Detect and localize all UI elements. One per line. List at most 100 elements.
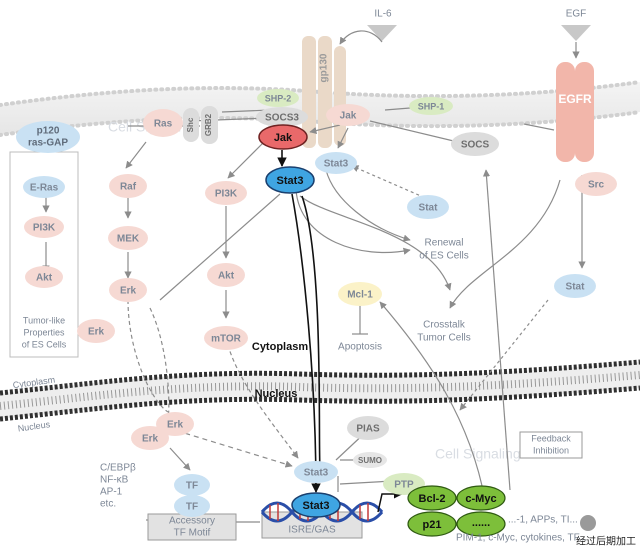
pi3k-node: PI3K xyxy=(205,181,247,205)
ptp-label: PTP xyxy=(394,480,414,491)
shc-node: Shc xyxy=(183,108,199,142)
tumor-like-line3: of ES Cells xyxy=(22,339,67,349)
jak-right-label: Jak xyxy=(340,111,357,122)
wechat-icon xyxy=(580,515,596,531)
akt-left-label: Akt xyxy=(36,273,53,284)
stat3-nuc-node: Stat3 xyxy=(291,492,341,518)
gp130-label: gp130 xyxy=(319,53,330,82)
p120-line1: p120 xyxy=(37,126,60,137)
akt-node: Akt xyxy=(207,263,245,287)
feedback-line2: Inhibition xyxy=(533,445,569,455)
targets-line1: ...-1, APPs, TI... xyxy=(508,515,578,526)
accessory-line2: TF Motif xyxy=(174,528,211,539)
egf-triangle-icon xyxy=(561,25,591,41)
pias-node: PIAS xyxy=(347,416,389,440)
footer-label: 经过后期加工 xyxy=(576,535,636,548)
erk-nuc1-node: Erk xyxy=(156,412,194,436)
sumo-node: SUMO xyxy=(353,452,387,468)
accessory-tf-motif-box: Accessory TF Motif xyxy=(147,513,237,541)
mtor-label: mTOR xyxy=(211,334,242,345)
erk-left-node: Erk xyxy=(77,319,115,343)
nucleus-label: Nucleus xyxy=(255,388,298,400)
jak-main-label: Jak xyxy=(274,132,293,144)
bcl2-label: Bcl-2 xyxy=(419,493,446,505)
dots-label: ...... xyxy=(472,517,490,529)
erk-nuc2-label: Erk xyxy=(142,434,159,445)
socs-label: SOCS xyxy=(461,140,490,151)
il6-label: IL-6 xyxy=(374,9,392,20)
renewal-line2: of ES Cells xyxy=(419,251,468,262)
isre-gas-label: ISRE/GAS xyxy=(288,525,336,536)
egfr-label: EGFR xyxy=(558,92,592,106)
egfr-receptor: EGFR xyxy=(556,62,594,162)
cmyc-label: c-Myc xyxy=(465,493,496,505)
tf-list-line3: AP-1 xyxy=(100,487,123,498)
src-node: Src xyxy=(575,172,617,196)
tf-list-line2: NF-κB xyxy=(100,475,129,486)
erk-left-label: Erk xyxy=(88,327,105,338)
tumor-like-line1: Tumor-like xyxy=(23,315,65,325)
mek-label: MEK xyxy=(117,234,140,245)
egf-label: EGF xyxy=(566,9,587,20)
sumo-label: SUMO xyxy=(358,456,382,465)
pi3k-left-label: PI3K xyxy=(33,223,56,234)
stat-mid-label: Stat xyxy=(419,203,439,214)
renewal-line1: Renewal xyxy=(425,238,464,249)
il6-triangle-icon xyxy=(367,25,397,41)
feedback-line1: Feedback xyxy=(531,433,571,443)
accessory-line1: Accessory xyxy=(169,516,215,527)
pi3k-label: PI3K xyxy=(215,189,238,200)
egf-ligand: EGF xyxy=(561,9,591,41)
gp130-receptor: gp130 xyxy=(302,36,346,148)
stat3-nuc-faded-label: Stat3 xyxy=(304,468,329,479)
cytoplasm-label: Cytoplasm xyxy=(252,341,308,353)
mek-node: MEK xyxy=(108,226,148,250)
socs-node: SOCS xyxy=(451,132,499,156)
stat3-faded-label: Stat3 xyxy=(324,159,349,170)
eras-label: E-Ras xyxy=(30,183,59,194)
p21-node: p21 xyxy=(407,511,457,537)
feedback-inhibition-box: Feedback Inhibition xyxy=(519,431,583,459)
mcl1-node: Mcl-1 xyxy=(338,282,382,306)
erk-column-label: Erk xyxy=(120,286,137,297)
tf1-node: TF xyxy=(174,474,210,496)
shp2-node: SHP-2 xyxy=(257,89,299,107)
stat3-main-node: Stat3 xyxy=(265,166,315,194)
targets-line2: PIM-1, c-Myc, cytokines, TF... xyxy=(456,533,587,544)
shp1-label: SHP-1 xyxy=(418,101,445,111)
mcl1-label: Mcl-1 xyxy=(347,290,373,301)
arrows xyxy=(42,30,586,523)
p21-label: p21 xyxy=(423,519,442,531)
pias-label: PIAS xyxy=(356,424,380,435)
src-label: Src xyxy=(588,180,605,191)
raf-label: Raf xyxy=(120,182,137,193)
tf-list-line1: C/EBPβ xyxy=(100,463,136,474)
pi3k-left-node: PI3K xyxy=(24,216,64,238)
shp1-node: SHP-1 xyxy=(409,97,453,115)
bcl2-node: Bcl-2 xyxy=(407,485,457,511)
socs3-label: SOCS3 xyxy=(265,113,299,124)
stat3-faded-node: Stat3 xyxy=(315,152,357,174)
stat3-nuc-faded-node: Stat3 xyxy=(294,461,338,483)
erk-column-node: Erk xyxy=(109,278,147,302)
tumor-like-line2: Properties xyxy=(23,327,65,337)
akt-left-node: Akt xyxy=(25,266,63,288)
grb2-label: GRB2 xyxy=(204,113,213,136)
tf2-node: TF xyxy=(174,495,210,517)
raf-node: Raf xyxy=(109,174,147,198)
tf1-label: TF xyxy=(186,481,198,492)
stat3-nuc-label: Stat3 xyxy=(303,500,330,512)
socs3-node: SOCS3 xyxy=(256,107,308,127)
wechat-watermark: ZSCI 经过后期加工 xyxy=(576,515,636,548)
tf2-label: TF xyxy=(186,502,198,513)
ras-label: Ras xyxy=(154,119,173,130)
jak-main-node: Jak xyxy=(258,124,308,150)
shc-label: Shc xyxy=(186,117,195,132)
stat-mid-node: Stat xyxy=(407,195,449,219)
erk-nuc1-label: Erk xyxy=(167,420,184,431)
akt-label: Akt xyxy=(218,271,235,282)
p120-line2: ras-GAP xyxy=(28,138,68,149)
watermark-bottom: Cell Signaling xyxy=(435,446,521,462)
